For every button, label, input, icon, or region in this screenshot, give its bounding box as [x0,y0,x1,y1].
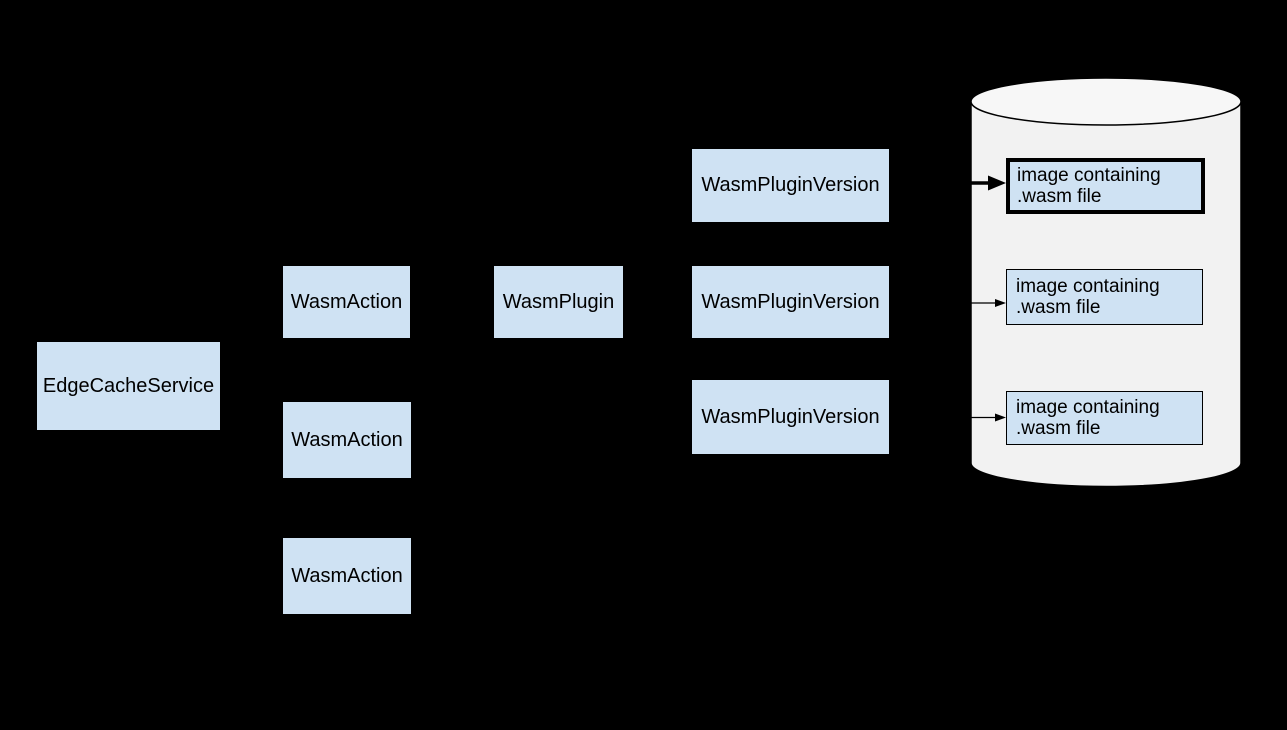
node-edgecacheservice-label: EdgeCacheService [42,374,215,397]
registry-image-1-line-1: image containing [1017,164,1161,186]
registry-image-1: image containing .wasm file [1006,158,1205,214]
arrow-wasmpluginversion3-to-image3-icon [889,413,1006,422]
registry-image-3: image containing .wasm file [1006,391,1203,445]
node-wasmaction-2: WasmAction [283,402,411,478]
node-edgecacheservice: EdgeCacheService [37,342,220,430]
registry-image-3-line-1: image containing [1016,396,1160,418]
node-wasmaction-1-label: WasmAction [290,290,403,313]
node-wasmpluginversion-3: WasmPluginVersion [692,380,889,454]
node-wasmpluginversion-2-label: WasmPluginVersion [701,290,880,313]
registry-image-2: image containing .wasm file [1006,269,1203,325]
storage-cylinder-top [970,77,1242,126]
node-wasmpluginversion-3-label: WasmPluginVersion [701,405,880,428]
node-wasmaction-3: WasmAction [283,538,411,614]
arrow-wasmpluginversion2-to-image2-icon [889,299,1006,307]
arrow-wasmpluginversion1-to-image1-icon [889,175,1006,191]
registry-image-3-line-2: .wasm file [1016,418,1101,439]
node-wasmpluginversion-1-label: WasmPluginVersion [701,174,880,196]
registry-image-2-line-2: .wasm file [1016,297,1101,318]
node-wasmaction-1: WasmAction [283,266,410,338]
node-wasmplugin: WasmPlugin [494,266,623,338]
node-wasmaction-2-label: WasmAction [291,428,403,451]
registry-image-1-line-2: .wasm file [1017,186,1102,207]
node-wasmpluginversion-1: WasmPluginVersion [692,149,889,222]
node-wasmpluginversion-2: WasmPluginVersion [692,266,889,338]
node-wasmaction-3-label: WasmAction [291,564,403,587]
node-wasmplugin-label: WasmPlugin [502,290,615,313]
registry-image-2-line-1: image containing [1016,275,1160,297]
